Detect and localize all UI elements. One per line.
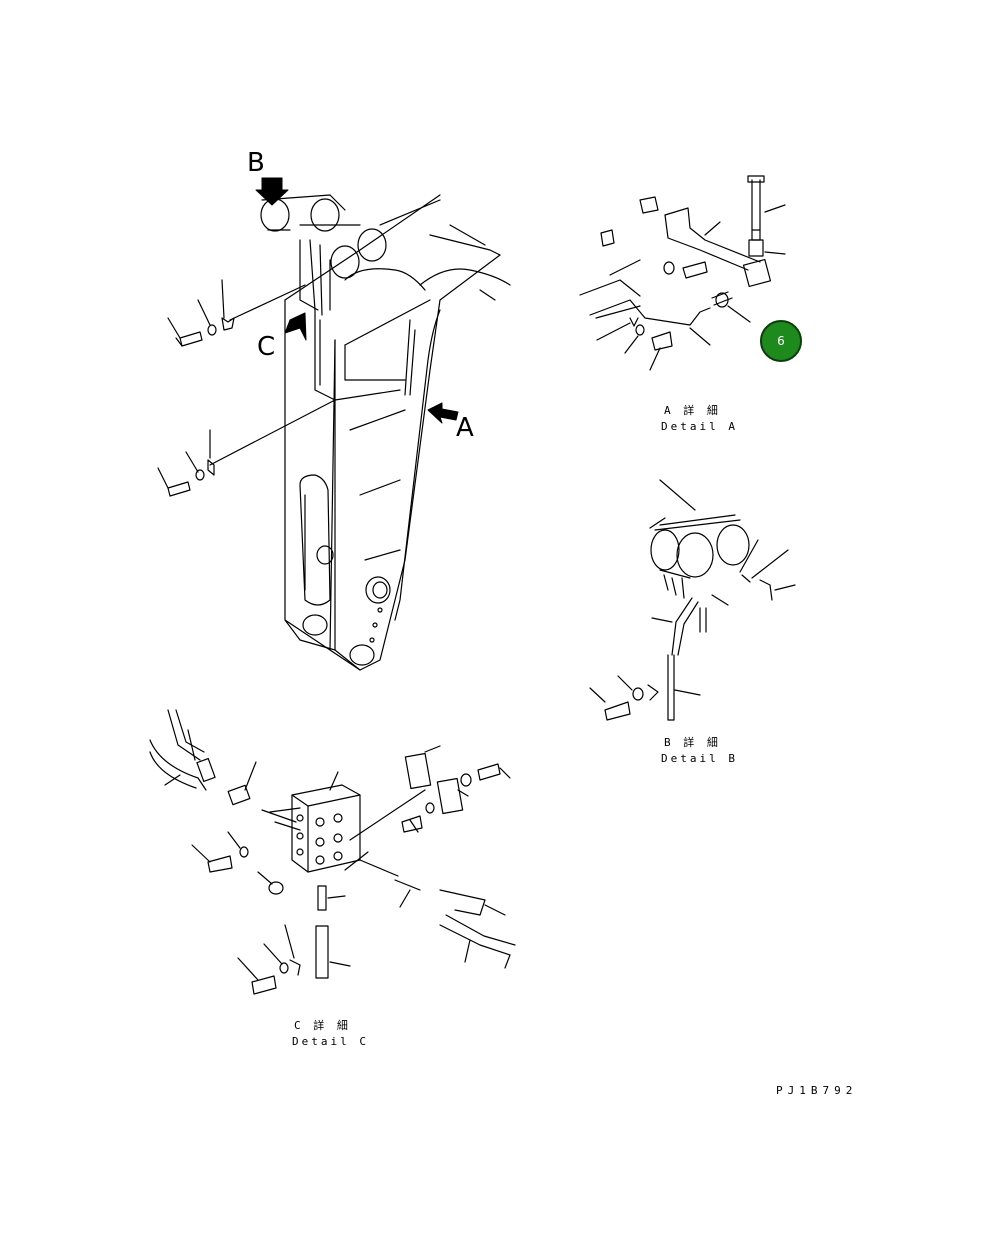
hardware-group-lower — [157, 429, 215, 497]
drawing-code: PJ1B792 — [776, 1084, 858, 1097]
callout-badge[interactable]: 6 — [760, 320, 802, 362]
view-arrow-a — [427, 402, 459, 424]
detail-b-caption-jp: B 詳 細 — [664, 736, 721, 749]
detail-c-caption-en: Detail C — [292, 1035, 369, 1048]
detail-c-drawing — [149, 709, 516, 995]
view-arrow-b — [255, 177, 289, 206]
view-label-b: B — [247, 148, 265, 178]
arm-assembly — [209, 194, 511, 671]
view-label-a: A — [456, 413, 474, 443]
detail-b-caption-en: Detail B — [661, 752, 738, 765]
detail-c-caption-jp: C 詳 細 — [294, 1019, 351, 1032]
view-label-c: C — [257, 332, 276, 362]
view-arrow-c — [284, 312, 307, 341]
detail-a-caption-jp: A 詳 細 — [664, 404, 721, 417]
detail-b-drawing — [589, 479, 796, 721]
hardware-group-upper — [167, 279, 235, 347]
detail-a-drawing — [579, 175, 786, 371]
detail-a-caption-en: Detail A — [661, 420, 738, 433]
